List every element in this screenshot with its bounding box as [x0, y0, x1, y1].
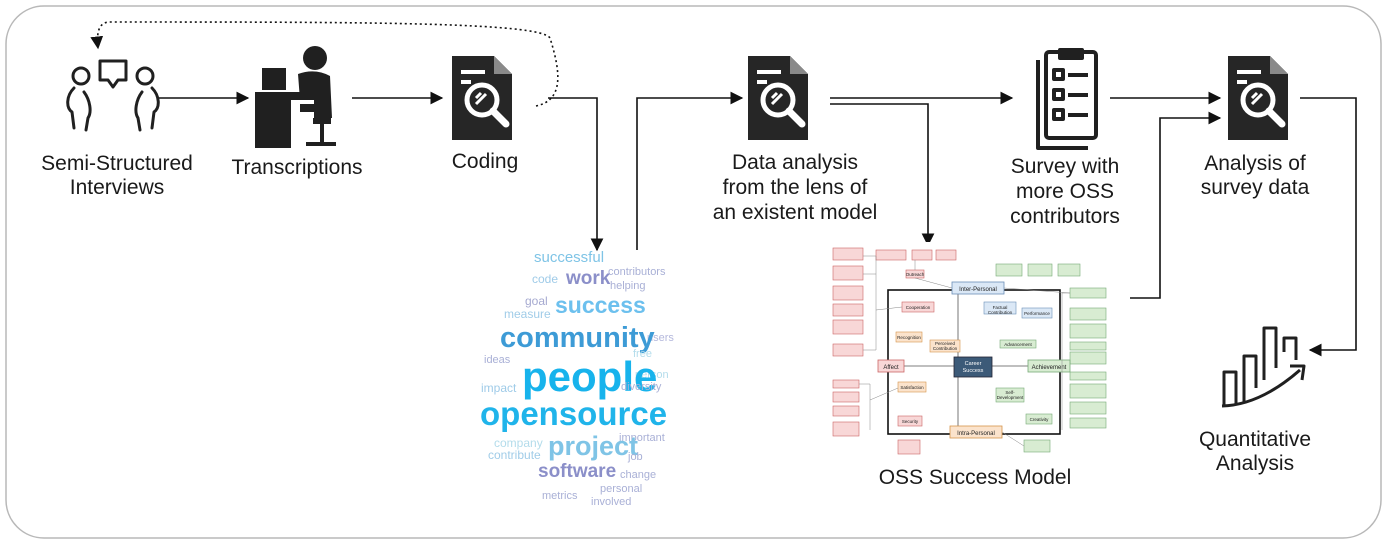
word-cloud-word: ideas — [484, 354, 511, 366]
model-satisfaction: Satisfaction — [900, 385, 924, 390]
word-cloud-word: success — [555, 292, 646, 318]
label-semi-structured-interviews: Semi-Structured Interviews — [41, 152, 193, 199]
word-cloud-word: job — [628, 451, 643, 463]
model-inter-personal: Inter-Personal — [959, 287, 997, 293]
model-creativity: Creativity — [1030, 417, 1050, 422]
word-cloud-word: impact — [481, 381, 517, 395]
interview-people-icon — [66, 59, 160, 132]
word-cloud-word: people — [522, 353, 658, 400]
label-survey: Survey with more OSS contributors — [1010, 155, 1120, 228]
word-cloud-word: project — [548, 431, 639, 461]
word-cloud-word: metrics — [542, 490, 578, 502]
word-cloud-word: free — [633, 348, 652, 360]
word-cloud-word: important — [619, 432, 665, 444]
word-cloud-word: company — [494, 436, 543, 450]
arrow-analysis-to-model — [830, 103, 935, 247]
word-cloud-word: change — [620, 469, 657, 481]
word-cloud-word: person — [635, 369, 669, 381]
document-search-icon-analysis — [748, 56, 808, 140]
word-cloud-word: personal — [600, 483, 643, 495]
document-search-icon-survey-analysis — [1228, 56, 1288, 140]
label-oss-success-model: OSS Success Model — [878, 466, 1072, 489]
label-survey-analysis: Analysis of survey data — [1200, 152, 1310, 199]
word-cloud-word: diversity — [621, 381, 662, 393]
word-cloud-word: work — [566, 268, 611, 289]
word-cloud: successful contributors code work helpin… — [470, 245, 674, 515]
word-cloud-word: opensource — [480, 395, 668, 432]
word-cloud-word: users — [647, 332, 674, 344]
label-quantitative-analysis: Quantitative Analysis — [1198, 428, 1312, 475]
model-self-development: Self-Development — [997, 390, 1024, 400]
word-cloud-word: contributors — [608, 266, 666, 278]
model-recognition: Recognition — [897, 335, 921, 340]
model-center-line-1: Career — [965, 361, 982, 367]
word-cloud-word: contribute — [488, 448, 541, 462]
model-outreach: Outreach — [906, 272, 925, 277]
arrow-coding-feedback-dotted — [90, 21, 559, 107]
label-coding: Coding — [451, 150, 519, 173]
word-cloud-word: software — [538, 461, 617, 482]
arrow-wordcloud-to-analysis — [636, 91, 744, 250]
model-achievement: Achievement — [1032, 365, 1067, 371]
word-cloud-word: successful — [534, 249, 605, 266]
person-at-desk-icon — [255, 46, 336, 148]
bar-chart-trend-icon — [1221, 326, 1306, 408]
word-cloud-word: involved — [591, 496, 632, 508]
model-affect: Affect — [883, 365, 899, 371]
outer-frame — [5, 5, 1382, 539]
document-search-icon-coding — [452, 56, 512, 140]
word-cloud-word: community — [500, 322, 655, 354]
flow-arrows — [90, 21, 1357, 357]
word-cloud-word: code — [532, 272, 559, 286]
model-center-line-2: Success — [963, 368, 984, 374]
model-performance: Performance — [1024, 311, 1050, 316]
label-data-analysis: Data analysis from the lens of an existe… — [712, 151, 878, 224]
word-cloud-word: helping — [610, 280, 646, 292]
survey-checklist-icon — [1036, 48, 1098, 150]
arrow-coding-to-wordcloud — [548, 97, 604, 252]
model-advancement: Advancement — [1004, 342, 1032, 347]
model-intra-personal: Intra-Personal — [957, 431, 995, 437]
model-security: Security — [902, 419, 919, 424]
arrow-survey-analysis-to-quantitative — [1300, 97, 1357, 357]
arrow-model-to-survey-analysis — [1112, 111, 1222, 299]
word-cloud-word: goal — [525, 294, 548, 308]
oss-success-model: Inter-Personal Intra-Personal Affect Ach… — [822, 242, 1130, 460]
model-cooperation: Cooperation — [906, 305, 931, 310]
word-cloud-word: measure — [504, 307, 551, 321]
label-transcriptions: Transcriptions — [231, 156, 363, 179]
